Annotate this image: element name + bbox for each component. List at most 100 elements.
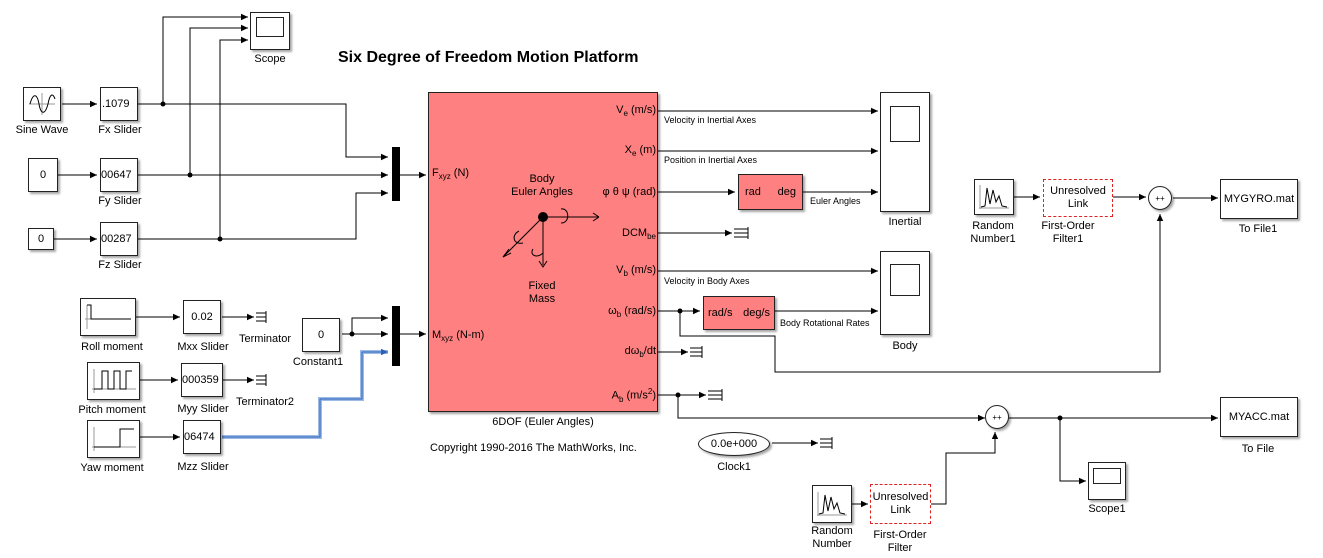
mxx-slider-value: 0.02 xyxy=(191,311,213,323)
myy-slider-block[interactable]: 000359 xyxy=(181,363,223,397)
terminator-shape-clock xyxy=(820,437,833,449)
inertial-scope-label: Inertial xyxy=(888,216,922,228)
fz-slider-label: Fz Slider xyxy=(98,259,142,271)
myy-slider-value: 000359 xyxy=(182,374,219,386)
first-order-filter-label: First-Order Filter xyxy=(873,529,927,554)
filter-link: Link xyxy=(890,504,911,516)
roll-moment-label: Roll moment xyxy=(81,341,143,353)
port-wb: ωb (rad/s) xyxy=(608,305,656,320)
random-number-block[interactable] xyxy=(812,485,852,523)
terminator-shape-2 xyxy=(256,374,267,386)
rads-to-degs-in: rad/s xyxy=(708,307,733,319)
rad-to-deg-block[interactable]: rad deg xyxy=(738,174,803,210)
to-file1-filename: MYGYRO.mat xyxy=(1223,193,1295,205)
body-axes-icon xyxy=(502,208,599,268)
wire-sum2-to-scope1 xyxy=(1059,418,1086,485)
scope1-block[interactable] xyxy=(1088,462,1126,500)
rads-to-degs-block[interactable]: rad/s deg/s xyxy=(703,296,775,330)
fz-slider-value: 00287 xyxy=(101,233,132,245)
copyright-text: Copyright 1990-2016 The MathWorks, Inc. xyxy=(430,442,637,454)
yaw-moment-block[interactable] xyxy=(87,420,140,458)
terminator-shape-dcm xyxy=(734,227,749,239)
to-file-label: To File xyxy=(1241,443,1275,455)
sine-wave-icon xyxy=(29,93,56,115)
scope-label: Scope xyxy=(254,53,286,65)
moment-mux xyxy=(392,306,400,366)
body-scope-label: Body xyxy=(892,340,918,352)
yaw-moment-label: Yaw moment xyxy=(80,462,144,474)
sum2-block[interactable]: ++ xyxy=(985,405,1009,429)
port-dwb: dωb/dt xyxy=(624,345,656,360)
wire-fx-to-scope xyxy=(162,13,248,104)
inertial-scope-block[interactable] xyxy=(880,92,930,212)
port-mxyz: Mxyz (N-m) xyxy=(432,329,485,344)
step-signal-icon xyxy=(85,304,131,329)
to-file1-block[interactable]: MYGYRO.mat xyxy=(1220,179,1298,219)
constant-fz-value: 0 xyxy=(37,233,45,245)
six-dof-euler-block[interactable]: Fxyz (N) Mxyz (N-m) Ve (m/s) Xe (m) φ θ … xyxy=(428,92,658,412)
first-order-filter1-label: First-Order Filter1 xyxy=(1041,220,1095,245)
pulse-signal-icon xyxy=(91,369,136,393)
sum1-block[interactable]: ++ xyxy=(1148,186,1172,210)
clock1-label: Clock1 xyxy=(717,461,751,473)
pitch-moment-block[interactable] xyxy=(87,362,140,400)
scope1-label: Scope1 xyxy=(1088,503,1126,515)
wire-const1-to-mux-top xyxy=(351,314,388,334)
rad-to-deg-out: deg xyxy=(777,186,796,198)
port-euler: φ θ ψ (rad) xyxy=(602,186,657,198)
signal-euler-angles: Euler Angles xyxy=(810,196,861,206)
inertial-scope-screen xyxy=(890,106,920,142)
sine-wave-label: Sine Wave xyxy=(15,124,69,136)
scope-screen xyxy=(256,17,284,37)
constant-fy-block[interactable]: 0 xyxy=(28,158,58,192)
wire-f-to-sum2 xyxy=(931,432,999,505)
sum2-signs: ++ xyxy=(992,412,1002,422)
scope1-screen xyxy=(1093,468,1121,484)
wire-fy-to-scope xyxy=(189,24,248,175)
sine-wave-block[interactable] xyxy=(23,87,61,121)
roll-moment-block[interactable] xyxy=(80,298,136,336)
constant1-value: 0 xyxy=(317,329,325,341)
to-file-block[interactable]: MYACC.mat xyxy=(1220,397,1298,437)
wire-wb-branch xyxy=(679,214,1164,373)
wire-fx-to-mux xyxy=(137,103,388,161)
port-ve: Ve (m/s) xyxy=(616,104,656,119)
fy-slider-block[interactable]: 00647 xyxy=(100,158,138,192)
wire-fz-to-mux xyxy=(137,189,388,240)
random-number1-label: Random Number1 xyxy=(970,220,1016,245)
dof-label: 6DOF (Euler Angles) xyxy=(492,416,594,428)
fy-slider-label: Fy Slider xyxy=(98,195,142,207)
fz-slider-block[interactable]: 00287 xyxy=(100,222,138,256)
wire-ab-branch xyxy=(677,395,985,422)
terminator-shape-1 xyxy=(256,311,267,323)
body-scope-screen xyxy=(890,264,920,296)
diagram-title: Six Degree of Freedom Motion Platform xyxy=(338,49,639,66)
clock1-block[interactable]: 0.0e+000 xyxy=(698,432,770,456)
rads-to-degs-out: deg/s xyxy=(743,307,770,319)
signal-body-rates: Body Rotational Rates xyxy=(780,318,870,328)
first-order-filter1-block[interactable]: Unresolved Link xyxy=(1043,179,1113,217)
port-dcm: DCMbe xyxy=(622,227,656,242)
force-mux xyxy=(392,147,400,201)
fx-slider-block[interactable]: .1079 xyxy=(100,87,138,121)
dof-center-top-label: Body Euler Angles xyxy=(511,173,573,198)
scope-block[interactable] xyxy=(250,12,290,50)
to-file1-label: To File1 xyxy=(1238,223,1278,235)
mzz-slider-value: 06474 xyxy=(184,431,215,443)
fx-slider-label: Fx Slider xyxy=(98,124,142,136)
random-signal-icon xyxy=(817,492,847,516)
signal-velocity-inertial: Velocity in Inertial Axes xyxy=(664,115,757,125)
constant-fy-value: 0 xyxy=(39,169,47,181)
mxx-slider-block[interactable]: 0.02 xyxy=(183,300,221,334)
to-file-filename: MYACC.mat xyxy=(1228,411,1290,423)
port-vb: Vb (m/s) xyxy=(616,264,656,279)
body-scope-block[interactable] xyxy=(880,251,930,335)
constant1-block[interactable]: 0 xyxy=(302,318,340,352)
random-number1-block[interactable] xyxy=(974,179,1014,215)
constant-fz-block[interactable]: 0 xyxy=(28,228,54,250)
fx-slider-value: .1079 xyxy=(102,98,130,110)
first-order-filter-block[interactable]: Unresolved Link xyxy=(870,484,931,524)
filter1-link: Link xyxy=(1067,198,1089,210)
mzz-slider-block[interactable]: 06474 xyxy=(183,420,221,454)
